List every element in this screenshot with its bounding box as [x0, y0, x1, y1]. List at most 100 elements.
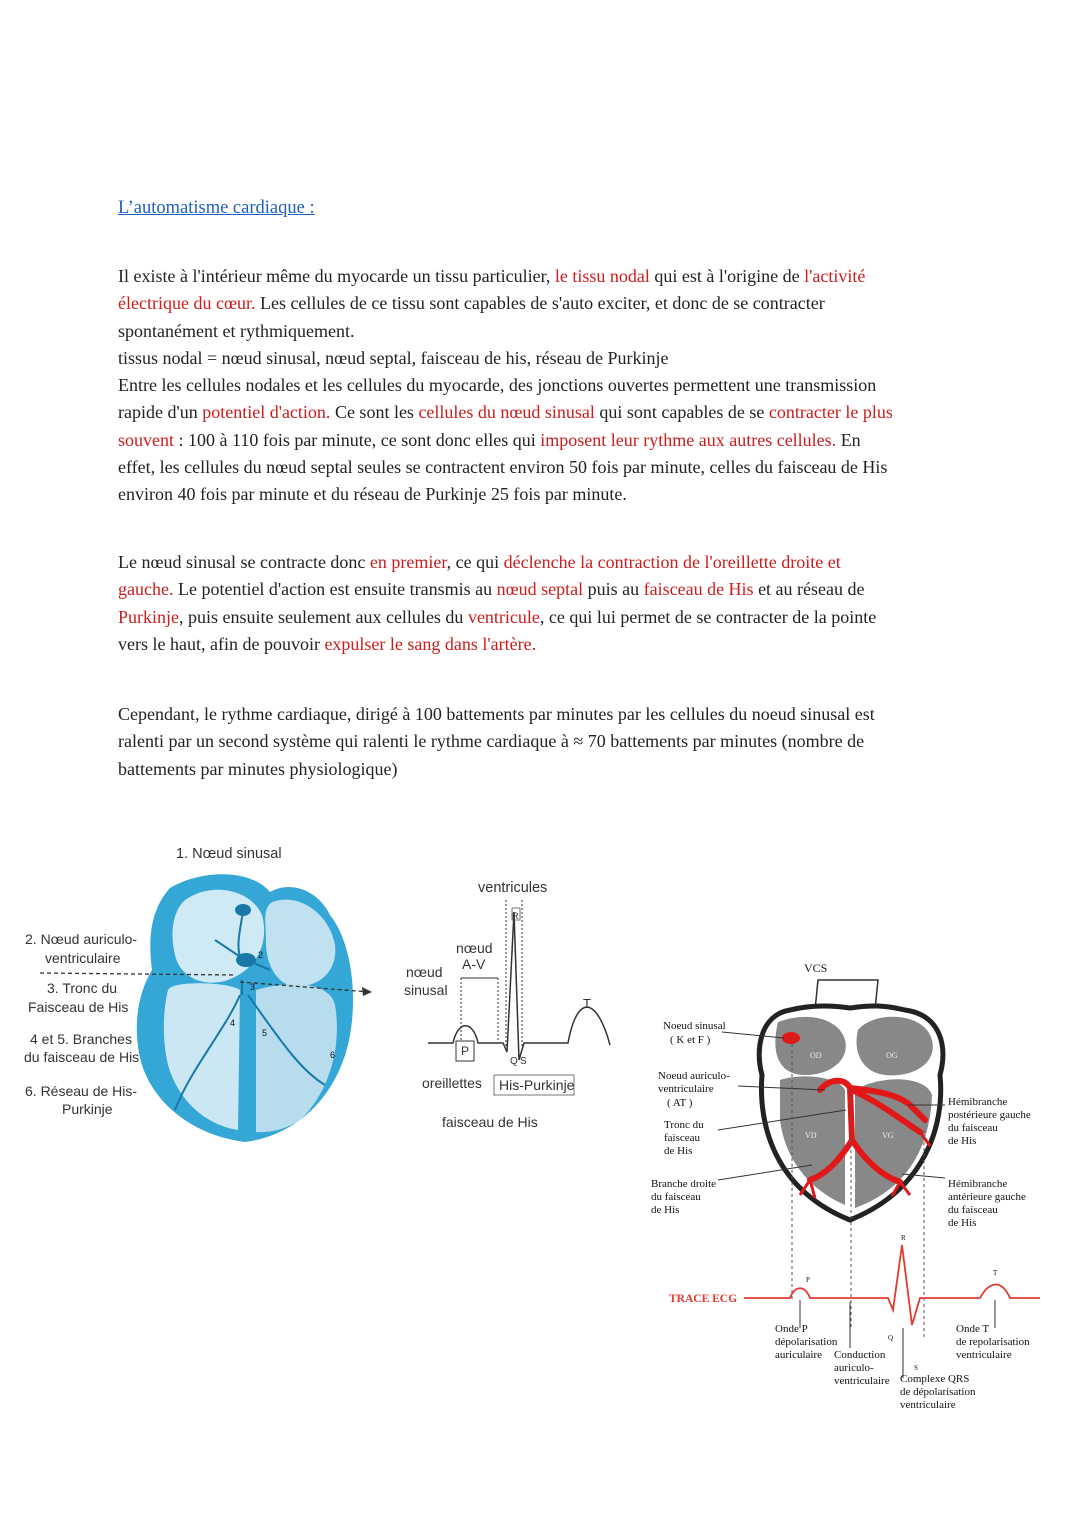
- label-onde-t-l2: de repolarisation: [956, 1336, 1030, 1348]
- label-45-line2: du faisceau de His: [24, 1049, 139, 1065]
- label-trace-ecg: TRACE ECG: [669, 1293, 737, 1305]
- body-text: qui est à l'origine de: [649, 266, 805, 286]
- label-hemi-ant-l2: antérieure gauche: [948, 1191, 1026, 1203]
- highlight-text: déclenche la contraction de l'oreillette…: [503, 552, 841, 572]
- num-4: 4: [230, 1018, 235, 1028]
- r-box: [511, 907, 521, 921]
- highlight-text: potentiel d'action.: [202, 402, 331, 423]
- text-line: ralenti par un second système qui ralent…: [118, 728, 988, 755]
- ecg-leader-lines: [799, 1300, 996, 1378]
- ecg-label-r: R: [901, 1234, 906, 1242]
- text-line: vers le haut, afin de pouvoir expulser l…: [118, 631, 988, 658]
- body-text: Cependant, le rythme cardiaque, dirigé à…: [118, 704, 875, 724]
- text-line: Le nœud sinusal se contracte donc en pre…: [118, 549, 988, 576]
- label-od: OD: [810, 1051, 822, 1060]
- ecg-trace: [428, 911, 611, 1061]
- leader-lines: [717, 1031, 946, 1181]
- num-6: 6: [330, 1050, 335, 1060]
- num-3: 3: [250, 982, 255, 992]
- highlight-text: contracter le plus: [768, 402, 893, 423]
- label-S: S: [520, 1056, 527, 1067]
- heart-ecg-diagram: VCS OD OG VD VG S Noeud sinusal ( K et F…: [651, 961, 1040, 1411]
- label-tronc-l2: faisceau: [664, 1132, 701, 1144]
- left-atrium: [265, 899, 336, 987]
- label-hemi-post-l3: du faisceau: [948, 1122, 998, 1134]
- label-oreillettes: oreillettes: [422, 1075, 482, 1091]
- ecg-label-t: T: [993, 1269, 998, 1277]
- text-line: Il existe à l'intérieur même du myocarde…: [118, 263, 988, 290]
- label-hemi-post-l1: Hémibranche: [948, 1096, 1007, 1108]
- highlight-text: nœud septal: [496, 579, 584, 600]
- label-onde-p-l3: auriculaire: [775, 1349, 822, 1361]
- label-branche-l1: Branche droite: [651, 1178, 716, 1190]
- text-line: effet, les cellules du nœud septal seule…: [118, 454, 988, 481]
- label-qrs-l3: ventriculaire: [900, 1399, 956, 1411]
- label-2-line2: ventriculaire: [45, 950, 121, 966]
- right-atrium-fill: [775, 1016, 846, 1075]
- label-noeud-av-line1: nœud: [456, 940, 493, 956]
- label-R: R: [512, 911, 519, 921]
- label-qrs-l2: de dépolarisation: [900, 1386, 976, 1398]
- label-faisceau-his: faisceau de His: [442, 1114, 538, 1130]
- label-conduction-l3: ventriculaire: [834, 1375, 890, 1387]
- label-3-line1: 3. Tronc du: [47, 980, 117, 996]
- body-text: environ 40 fois par minute et du réseau …: [118, 484, 627, 505]
- label-vcs: VCS: [804, 961, 827, 975]
- highlight-text: en premier: [369, 552, 447, 572]
- highlight-text: gauche.: [118, 579, 174, 600]
- body-text: et au réseau de: [753, 579, 865, 600]
- text-line: rapide d'un potentiel d'action. Ce sont …: [118, 399, 988, 426]
- text-line: spontanément et rythmiquement.: [118, 318, 988, 345]
- label-hemi-ant-l3: du faisceau: [948, 1204, 998, 1216]
- body-text: puis au: [583, 579, 644, 600]
- section-heading: L’automatisme cardiaque :: [118, 198, 315, 218]
- highlight-text: souvent: [118, 429, 174, 450]
- label-noeud-sinusal-l1: Noeud sinusal: [663, 1020, 726, 1032]
- label-noeud-sinusal-l2: ( K et F ): [670, 1034, 711, 1046]
- ecg-guide-lines: [791, 1038, 925, 1340]
- label-6-line1: 6. Réseau de His-: [25, 1083, 137, 1099]
- label-tronc-l1: Tronc du: [664, 1119, 704, 1131]
- label-2-line1: 2. Nœud auriculo-: [25, 931, 137, 947]
- highlight-text: imposent leur rythme aux autres cellules…: [540, 429, 837, 450]
- label-conduction-l2: auriculo-: [834, 1362, 874, 1374]
- label-onde-p-l1: Onde P: [775, 1323, 808, 1335]
- ecg-label-q: Q: [888, 1334, 893, 1342]
- highlight-text: l'activité: [804, 266, 866, 286]
- label-qrs-l1: Complexe QRS: [900, 1373, 969, 1385]
- text-line: Cependant, le rythme cardiaque, dirigé à…: [118, 701, 988, 728]
- label-45-line1: 4 et 5. Branches: [30, 1031, 132, 1047]
- av-node: [236, 953, 256, 967]
- ecg-timing-diagram: ventricules nœud A-V nœud sinusal R T P …: [404, 880, 611, 1130]
- label-onde-t-l1: Onde T: [956, 1323, 989, 1335]
- body-text: rapide d'un: [118, 402, 203, 423]
- body-text: Le nœud sinusal se contracte donc: [118, 552, 370, 572]
- label-T: T: [583, 996, 591, 1011]
- highlight-text: expulser le sang dans l'artère.: [324, 633, 537, 654]
- label-conduction-l1: Conduction: [834, 1349, 886, 1361]
- arrowhead: [362, 987, 372, 996]
- sinus-node-red: [782, 1032, 800, 1044]
- text-line: Purkinje, puis ensuite seulement aux cel…: [118, 604, 988, 631]
- text-line: électrique du cœur. Les cellules de ce t…: [118, 290, 988, 317]
- body-text: effet, les cellules du nœud septal seule…: [118, 457, 888, 478]
- body-text: ralenti par un second système qui ralent…: [118, 731, 865, 752]
- highlight-text: cellules du nœud sinusal: [418, 402, 595, 423]
- label-3-line2: Faisceau de His: [28, 999, 128, 1015]
- his-purkinje-box: [493, 1074, 575, 1096]
- text-line: tissus nodal = nœud sinusal, nœud septal…: [118, 345, 988, 372]
- label-noeud-sinusal-line1: nœud: [406, 964, 443, 980]
- label-onde-t-l3: ventriculaire: [956, 1349, 1012, 1361]
- paragraph-conduction: Le nœud sinusal se contracte donc en pre…: [118, 549, 988, 658]
- body-text: qui sont capables de se: [594, 402, 769, 423]
- label-tronc-l3: de His: [664, 1145, 692, 1157]
- body-text: Le potentiel d'action est ensuite transm…: [173, 579, 497, 600]
- label-s: S: [852, 1176, 856, 1184]
- paragraph-tissu-nodal: Il existe à l'intérieur même du myocarde…: [118, 263, 988, 509]
- highlight-text: faisceau de His: [643, 579, 754, 600]
- highlight-text: électrique du cœur.: [118, 293, 256, 314]
- label-hemi-ant-l4: de His: [948, 1217, 976, 1229]
- body-text: , puis ensuite seulement aux cellules du: [179, 606, 468, 627]
- body-text: Ce sont les: [330, 402, 419, 423]
- body-text: Les cellules de ce tissu sont capables d…: [255, 293, 825, 314]
